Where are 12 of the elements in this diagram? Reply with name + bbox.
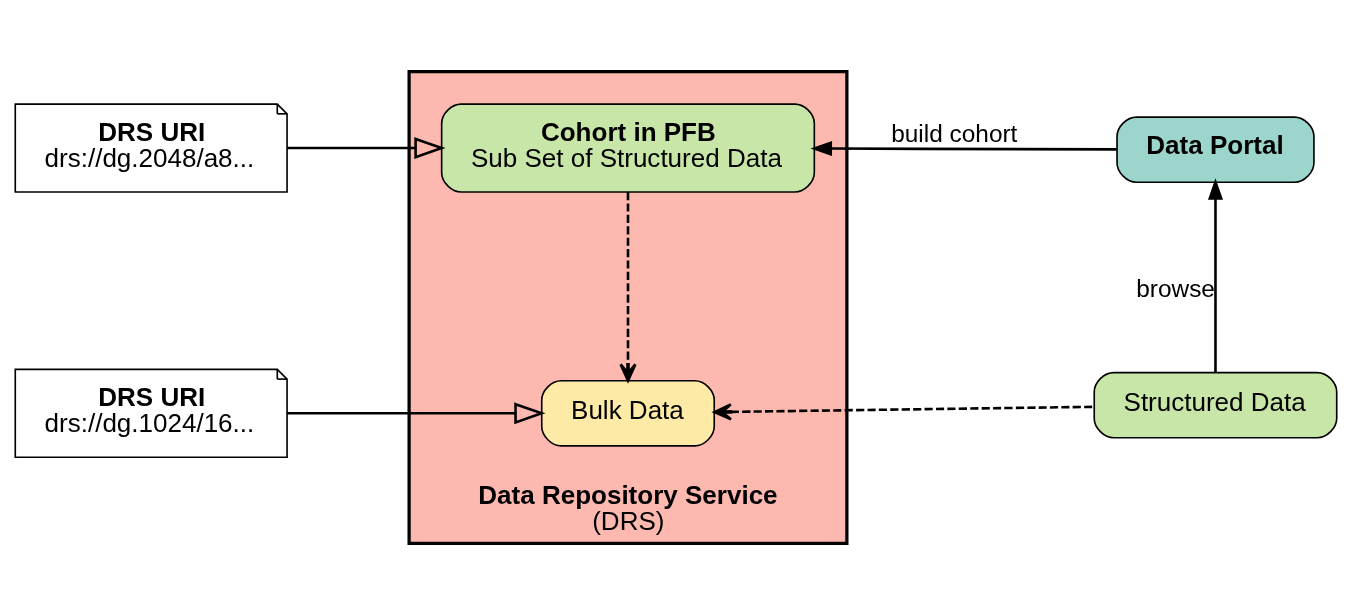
node-box: Data Portal — [1116, 115, 1315, 183]
edge-label: browse — [1136, 274, 1215, 302]
arrow — [287, 401, 546, 424]
arrow — [287, 136, 446, 159]
arrow — [713, 402, 1094, 420]
arrow — [619, 191, 637, 382]
node-box: Cohort in PFB Sub Set of Structured Data — [440, 102, 816, 193]
node-box: Structured Data — [1093, 371, 1338, 438]
arrow — [1207, 177, 1223, 372]
arrow — [810, 140, 1117, 156]
node-box: Bulk Data — [540, 379, 716, 447]
edge-label: build cohort — [891, 119, 1018, 147]
